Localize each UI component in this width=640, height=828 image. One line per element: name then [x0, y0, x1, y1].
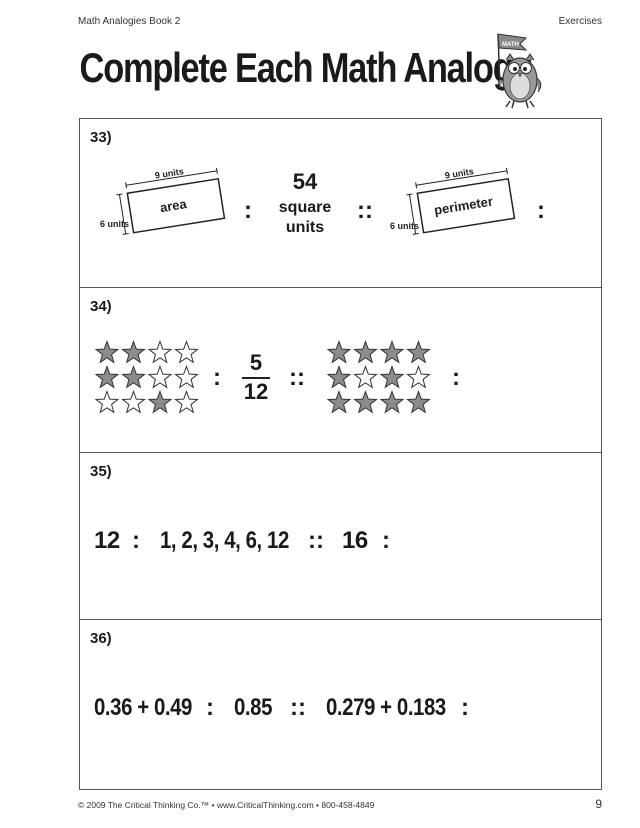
fraction: 5 12 [242, 350, 270, 405]
colon: : [382, 527, 390, 554]
answer-unit-2: units [285, 219, 325, 236]
problem-34-box: 34) : 5 12 :: : [79, 287, 602, 453]
term-a: 0.36 + 0.49 [94, 694, 192, 721]
header-section: Exercises [558, 16, 602, 27]
filled-star-icon [121, 340, 146, 364]
inner-label: area [159, 196, 189, 215]
page-title: Complete Each Math Analogy [79, 44, 532, 91]
filled-star-icon [353, 390, 378, 414]
filled-star-icon [326, 390, 352, 414]
empty-star-icon [94, 390, 120, 414]
filled-star-icon [94, 340, 120, 364]
empty-star-icon [174, 365, 199, 389]
empty-star-icon [174, 390, 199, 414]
empty-star-icon [406, 365, 431, 389]
empty-star-icon [121, 390, 146, 414]
colon: : [537, 197, 545, 224]
owl-flag-text: MATH [502, 42, 519, 48]
filled-star-icon [379, 340, 405, 364]
filled-star-icon [406, 390, 431, 414]
filled-star-icon [326, 365, 352, 389]
width-label: 9 units [154, 167, 184, 181]
double-colon: :: [357, 197, 373, 224]
double-colon: :: [308, 527, 324, 554]
colon: : [452, 364, 460, 391]
height-label: 6 units [100, 219, 129, 229]
width-label: 9 units [444, 167, 474, 181]
star-grid-2 [326, 340, 431, 414]
empty-star-icon [174, 340, 199, 364]
colon: : [461, 694, 469, 721]
footer-copyright: © 2009 The Critical Thinking Co.™ • www.… [78, 800, 375, 810]
empty-star-icon [147, 365, 173, 389]
filled-star-icon [353, 340, 378, 364]
answer-unit-1: square [278, 199, 332, 216]
page-number: 9 [595, 797, 602, 811]
term-c: 0.279 + 0.183 [326, 694, 446, 721]
filled-star-icon [379, 390, 405, 414]
colon: : [132, 527, 140, 554]
rectangle-area-figure: 9 units area 6 units [100, 167, 226, 235]
empty-star-icon [353, 365, 378, 389]
fraction-bar [242, 377, 270, 379]
filled-star-icon [406, 340, 431, 364]
term-a: 12 [94, 527, 120, 554]
problem-number: 36) [90, 630, 112, 647]
height-label: 6 units [390, 221, 419, 231]
double-colon: :: [289, 364, 305, 391]
filled-star-icon [94, 365, 120, 389]
problem-33-box: 33) 9 units area 6 units : 54 square uni… [79, 118, 602, 288]
term-c: 16 [342, 527, 368, 554]
problem-number: 33) [90, 129, 112, 146]
problem-35-box: 35) 12 : 1, 2, 3, 4, 6, 12 :: 16 : [79, 452, 602, 620]
colon: : [213, 364, 221, 391]
header-book-title: Math Analogies Book 2 [78, 16, 181, 27]
filled-star-icon [379, 365, 405, 389]
problem-number: 34) [90, 298, 112, 315]
answer-54-square-units: 54 square units [265, 169, 345, 237]
star-grid-1 [94, 340, 199, 414]
answer-number: 54 [292, 169, 318, 194]
colon: : [206, 694, 214, 721]
double-colon: :: [290, 694, 306, 721]
filled-star-icon [147, 390, 173, 414]
colon: : [244, 197, 252, 224]
problem-number: 35) [90, 463, 112, 480]
rectangle-perimeter-figure: 9 units perimeter 6 units [390, 167, 516, 235]
filled-star-icon [326, 340, 352, 364]
filled-star-icon [121, 365, 146, 389]
owl-mascot-icon: MATH [497, 33, 542, 109]
term-b: 0.85 [234, 694, 273, 721]
fraction-denominator: 12 [243, 379, 269, 404]
term-b: 1, 2, 3, 4, 6, 12 [160, 527, 289, 554]
empty-star-icon [147, 340, 173, 364]
fraction-numerator: 5 [249, 350, 263, 375]
problem-36-box: 36) 0.36 + 0.49 : 0.85 :: 0.279 + 0.183 … [79, 619, 602, 790]
